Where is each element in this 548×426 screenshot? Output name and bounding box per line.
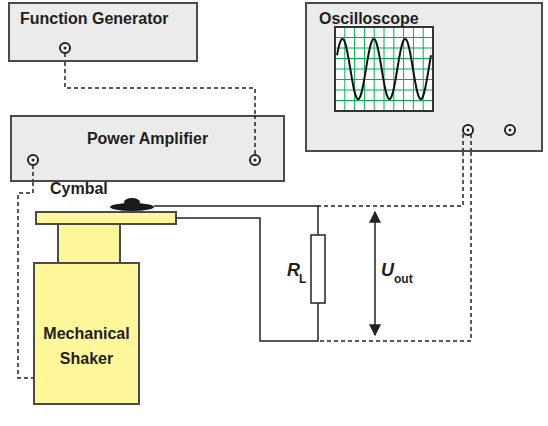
sine-trace (337, 39, 431, 99)
node-title: Power Amplifier (22, 129, 273, 149)
terminal-socket (60, 43, 70, 53)
symbol-label: U (381, 260, 394, 281)
terminal-pin (64, 47, 67, 50)
terminal-pin (32, 159, 35, 162)
symbol-label: R (287, 260, 300, 281)
cable-stub (470, 134, 472, 150)
subscript-label: out (394, 272, 413, 286)
node-title: Function Generator (20, 9, 186, 29)
grid-line (336, 37, 432, 38)
subscript-label: L (299, 272, 306, 286)
terminal-socket (28, 155, 38, 165)
node-title: Oscilloscope (319, 9, 529, 29)
screen-frame (335, 27, 433, 111)
instrument-box: Power Amplifier (10, 115, 285, 182)
terminal-pin (254, 159, 257, 162)
probe-wire (318, 152, 471, 341)
terminal-pin (509, 129, 512, 132)
resistor-symbol (311, 235, 325, 303)
signal-cable (18, 182, 33, 378)
terminal-pin (467, 129, 470, 132)
cymbal-dome (124, 198, 140, 206)
cable-stub (462, 134, 464, 150)
probe-wire (318, 152, 463, 206)
part-label: Cymbal (50, 180, 108, 198)
node-title: Mechanical Shaker (39, 322, 134, 372)
instrument-box: Oscilloscope (305, 2, 543, 152)
scope-screen (335, 27, 433, 111)
grid-line (336, 48, 432, 49)
wire (154, 206, 318, 235)
instrument-box: Function Generator (8, 2, 198, 62)
signal-cable (65, 62, 255, 115)
panel-details (12, 117, 287, 184)
cable-stub (32, 165, 34, 180)
voltage-arrow (374, 212, 376, 335)
shaker-body: Mechanical Shaker (33, 262, 140, 405)
terminal-socket (463, 125, 473, 135)
terminal-socket (505, 125, 515, 135)
cable-stub (64, 53, 66, 60)
wire (176, 218, 318, 341)
grid-line (336, 58, 432, 59)
grid-line (336, 100, 432, 101)
shaker-neck (58, 224, 120, 264)
shaker-table (36, 212, 176, 224)
terminal-socket (250, 155, 260, 165)
cable-stub (254, 115, 256, 155)
